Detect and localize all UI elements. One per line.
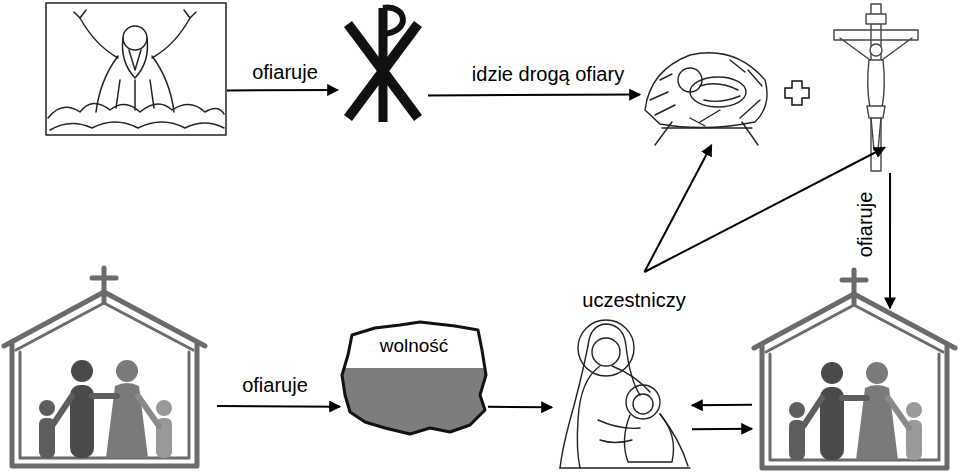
arrow-connector bbox=[644, 145, 711, 272]
manger-node bbox=[640, 40, 770, 145]
arrow-connector bbox=[889, 173, 891, 308]
edge-label: ofiaruje bbox=[854, 188, 877, 260]
manger-picture bbox=[645, 53, 767, 145]
poland-map bbox=[330, 322, 500, 448]
church-node bbox=[752, 270, 957, 471]
crucifix-picture bbox=[834, 4, 918, 171]
church-node bbox=[2, 268, 217, 471]
chi-rho-symbol bbox=[348, 8, 418, 122]
plus-sign bbox=[785, 81, 809, 105]
mary-with-child-picture bbox=[560, 320, 690, 468]
edge-label: uczestniczy bbox=[579, 289, 688, 312]
arrow-connector bbox=[644, 148, 884, 273]
arrow-connector bbox=[692, 404, 752, 407]
edge-label: ofiaruje bbox=[249, 61, 321, 84]
arrow-connector bbox=[217, 405, 340, 408]
chi-rho-node bbox=[338, 3, 428, 123]
node-text: wolność bbox=[380, 335, 449, 357]
arrow-connector bbox=[692, 428, 752, 430]
poland-map-node: wolność bbox=[340, 322, 488, 438]
arrow-connector bbox=[488, 406, 552, 409]
arrow-connector bbox=[227, 89, 338, 91]
edge-label: ofiaruje bbox=[239, 374, 311, 397]
god-father-picture bbox=[46, 3, 226, 135]
crucifix-node bbox=[832, 3, 920, 173]
god-father-node bbox=[45, 2, 227, 136]
arrow-connector bbox=[428, 94, 640, 97]
edge-label: idzie drogą ofiary bbox=[469, 63, 627, 86]
